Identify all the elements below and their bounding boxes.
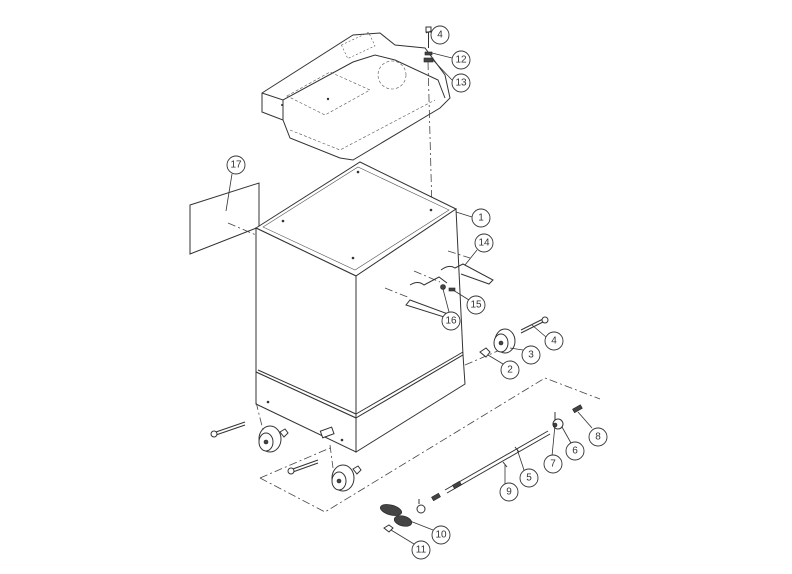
cabinet-body xyxy=(254,161,466,453)
callout-15: 15 xyxy=(466,295,486,315)
callout-8: 8 xyxy=(588,427,608,447)
svg-text:7: 7 xyxy=(550,459,556,470)
casters-left xyxy=(210,401,362,492)
callout-7: 7 xyxy=(543,454,563,474)
callout-1: 1 xyxy=(471,208,491,228)
svg-text:11: 11 xyxy=(416,545,427,556)
callout-3: 3 xyxy=(521,345,541,365)
callout-11: 11 xyxy=(411,540,431,560)
svg-text:10: 10 xyxy=(435,530,447,541)
top-bolt-assembly xyxy=(423,26,434,211)
svg-text:16: 16 xyxy=(445,316,457,327)
caster-right xyxy=(464,316,549,366)
callout-10: 10 xyxy=(431,525,451,545)
callout-4-caster: 4 xyxy=(544,331,564,351)
callout-4-top: 4 xyxy=(430,25,450,45)
leader-lines xyxy=(225,30,593,545)
svg-text:13: 13 xyxy=(455,78,467,89)
label-plate xyxy=(189,182,260,255)
callout-9: 9 xyxy=(499,482,519,502)
callout-6: 6 xyxy=(565,441,585,461)
svg-text:4: 4 xyxy=(551,336,557,347)
svg-text:1: 1 xyxy=(478,213,484,224)
callout-12: 12 xyxy=(451,50,471,70)
callout-5: 5 xyxy=(519,468,539,488)
svg-text:4: 4 xyxy=(437,30,443,41)
svg-text:2: 2 xyxy=(507,365,513,376)
callout-2: 2 xyxy=(500,360,520,380)
callout-17: 17 xyxy=(226,155,246,175)
svg-text:17: 17 xyxy=(230,160,242,171)
callout-14: 14 xyxy=(474,233,494,253)
svg-text:8: 8 xyxy=(595,432,601,443)
svg-text:3: 3 xyxy=(528,350,534,361)
svg-text:14: 14 xyxy=(478,238,490,249)
svg-text:12: 12 xyxy=(455,55,467,66)
svg-text:9: 9 xyxy=(506,487,512,498)
callout-16: 16 xyxy=(441,311,461,331)
callout-13: 13 xyxy=(451,73,471,93)
svg-text:15: 15 xyxy=(470,300,482,311)
svg-text:6: 6 xyxy=(572,446,578,457)
svg-text:5: 5 xyxy=(526,473,532,484)
lift-rod-assembly xyxy=(259,377,601,533)
top-tray xyxy=(261,31,451,161)
